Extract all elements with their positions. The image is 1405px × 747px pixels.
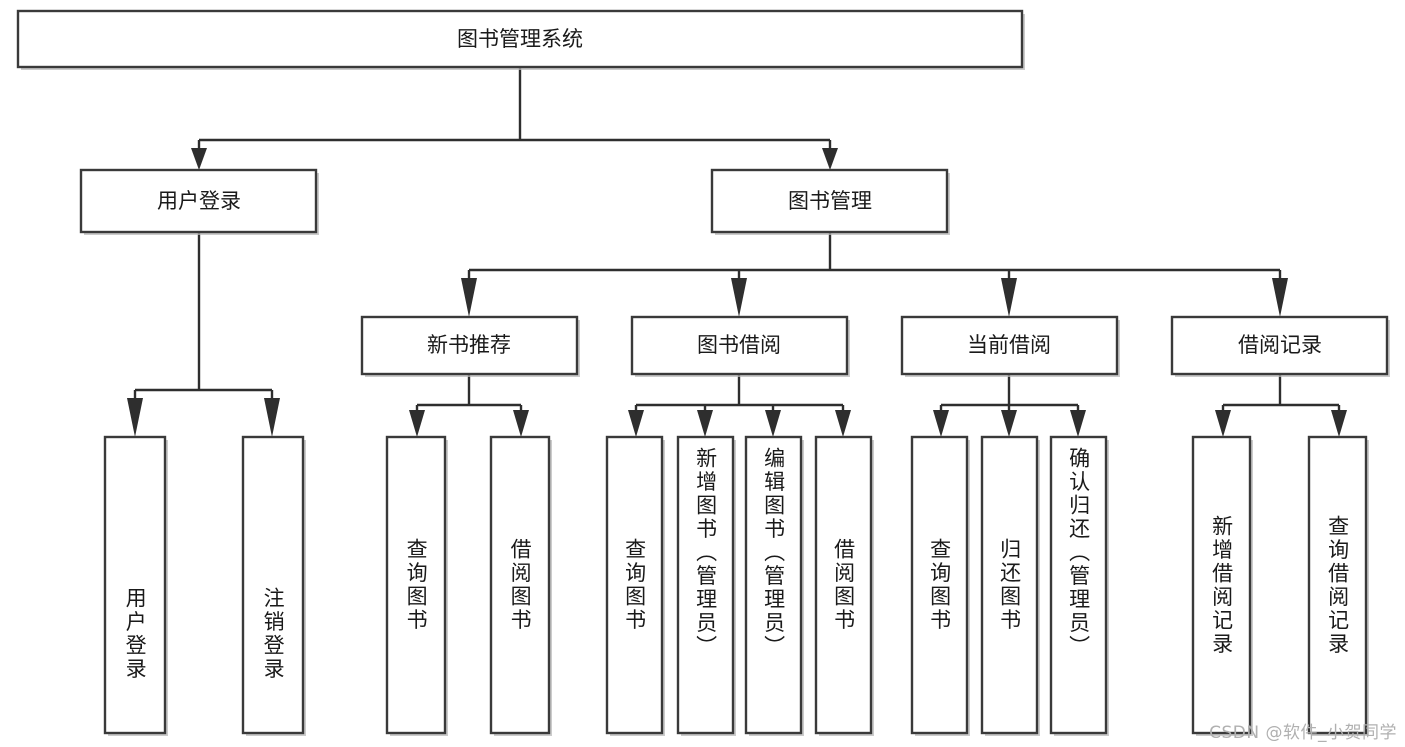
leaf-box [1307,435,1368,735]
borrow-record-box [1170,315,1389,376]
user-login-box [79,168,318,234]
arrowhead-br-child2 [1331,410,1347,437]
node-leaf-book-borrow-1[interactable] [676,435,736,736]
node-leaf-user-login-1[interactable] [241,435,306,736]
node-leaf-user-login-0[interactable] [103,435,168,736]
arrowhead-nb-child2 [513,410,529,437]
leaf-box [744,435,803,735]
node-leaf-new-book-1[interactable] [489,435,552,736]
leaf-box [910,435,969,735]
leaf-box [1049,435,1108,735]
new-book-box [360,315,579,376]
root-label: 图书管理系统 [457,27,583,51]
arrowhead-borrow-record [1272,278,1288,317]
edges-layer [127,67,1347,437]
leaf-box [385,435,447,735]
arrowhead-br-child1 [1215,410,1231,437]
node-leaf-book-borrow-2[interactable] [744,435,804,736]
node-book-manage[interactable]: 图书管理 [710,168,950,235]
borrow-record-label: 借阅记录 [1238,333,1322,357]
node-user-login[interactable]: 用户登录 [79,168,319,235]
node-borrow-record[interactable]: 借阅记录 [1170,315,1390,377]
node-leaf-borrow-record-1[interactable] [1307,435,1369,736]
leaf-box [676,435,735,735]
book-manage-label: 图书管理 [788,189,872,213]
arrowhead-book-borrow [731,278,747,317]
arrowhead-bb-child4 [835,410,851,437]
node-root[interactable]: 图书管理系统 [16,9,1025,70]
arrowhead-current-borrow [1001,278,1017,317]
node-book-borrow[interactable]: 图书借阅 [630,315,850,377]
arrowhead-cb-child1 [933,410,949,437]
arrowhead-bb-child2 [697,410,713,437]
node-leaf-book-borrow-3[interactable] [814,435,874,736]
csdn-watermark: CSDN @软件_小贺同学 [1209,723,1397,743]
node-leaf-current-borrow-0[interactable] [910,435,970,736]
leaf-box [241,435,305,735]
node-leaf-borrow-record-0[interactable] [1191,435,1253,736]
leaf-box [1191,435,1252,735]
leaf-box [605,435,664,735]
arrowhead-new-book [461,278,477,317]
book-borrow-label: 图书借阅 [697,333,781,357]
leaf-box [980,435,1039,735]
arrowhead-cb-child3 [1070,410,1086,437]
leaf-box [814,435,873,735]
arrowhead-ul-child1 [127,398,143,437]
book-borrow-box [630,315,849,376]
arrowhead-user-login [191,148,207,170]
node-leaf-current-borrow-1[interactable] [980,435,1040,736]
arrowhead-book-manage [822,148,838,170]
book-manage-box [710,168,949,234]
node-new-book-recommend[interactable]: 新书推荐 [360,315,580,377]
leaf-box [103,435,167,735]
arrowhead-nb-child1 [409,410,425,437]
new-book-label: 新书推荐 [427,333,511,357]
arrowhead-bb-child3 [765,410,781,437]
nodes-layer: 图书管理系统 用户登录 图书管理 新书推荐 [16,9,1390,736]
node-leaf-book-borrow-0[interactable] [605,435,665,736]
current-borrow-box [900,315,1119,376]
arrowhead-cb-child2 [1001,410,1017,437]
root-box [16,9,1024,69]
arrowhead-bb-child1 [628,410,644,437]
node-leaf-new-book-0[interactable] [385,435,448,736]
node-current-borrow[interactable]: 当前借阅 [900,315,1120,377]
current-borrow-label: 当前借阅 [967,333,1051,357]
node-leaf-current-borrow-2[interactable] [1049,435,1109,736]
arrowhead-ul-child2 [264,398,280,437]
leaf-box [489,435,551,735]
user-login-label: 用户登录 [157,189,241,213]
